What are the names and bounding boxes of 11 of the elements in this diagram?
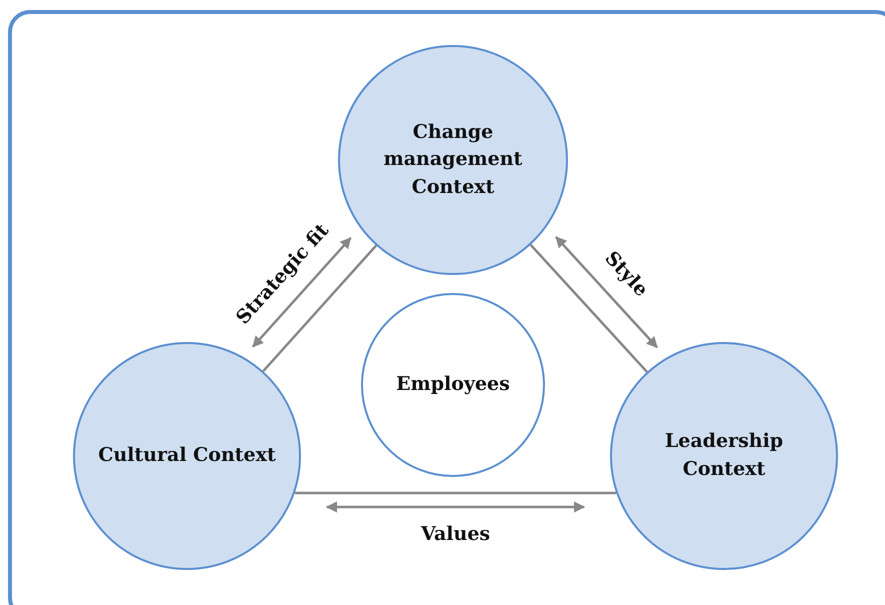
double-arrow — [326, 501, 586, 513]
connector-line — [262, 244, 378, 372]
node-label: Employees — [396, 372, 510, 398]
node-label: Change management Context — [382, 120, 524, 200]
double-arrow — [252, 237, 352, 348]
connector-line — [530, 244, 648, 373]
double-arrow — [555, 236, 658, 348]
edge-label: Values — [421, 523, 490, 545]
node-label: Leadership Context — [664, 429, 784, 482]
node-label: Cultural Context — [98, 443, 276, 468]
connector-line — [294, 492, 616, 494]
